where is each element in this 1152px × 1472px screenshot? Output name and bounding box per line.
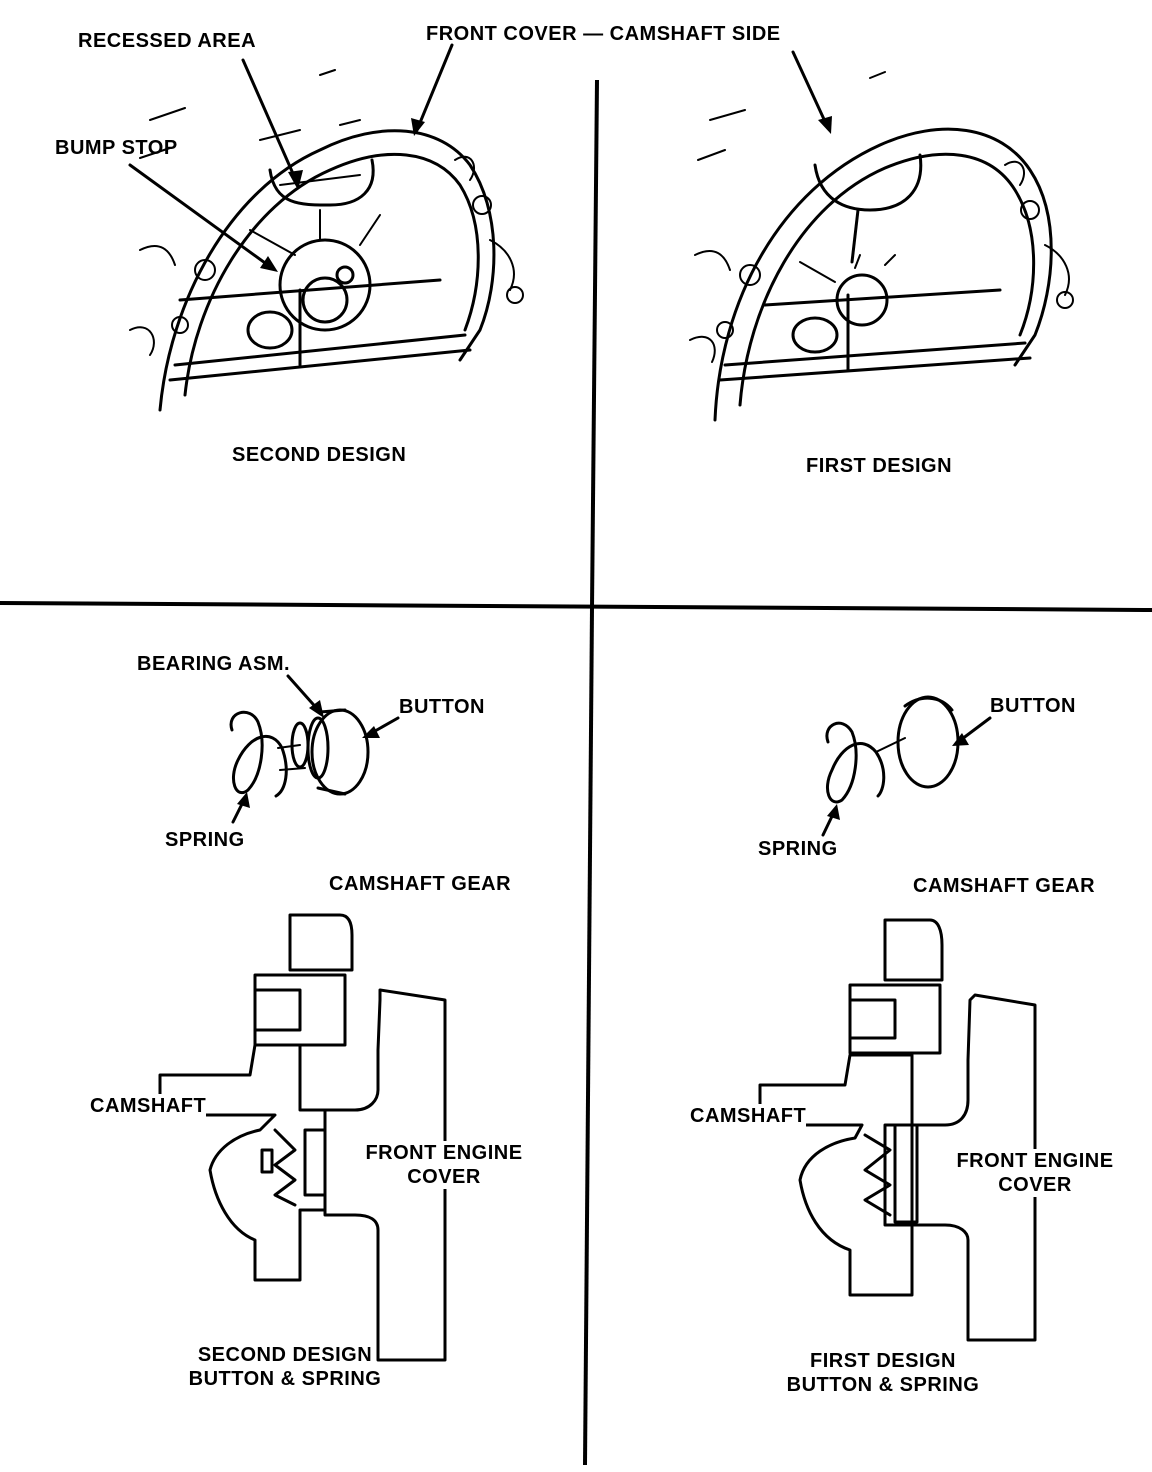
callout-arrows-bottom-left-parts <box>231 674 400 824</box>
caption-first-design-line1: FIRST DESIGN <box>809 1350 956 1372</box>
label-spring-left: SPRING <box>165 829 245 851</box>
label-front-engine-cover-left-line1: FRONT ENGINE <box>365 1142 523 1164</box>
first-design-button-spring-parts <box>825 695 960 804</box>
label-bump-stop: BUMP STOP <box>55 137 178 159</box>
vertical-divider-bottom <box>583 607 594 1466</box>
label-button-right: BUTTON <box>990 695 1076 717</box>
label-button-left: BUTTON <box>399 696 485 718</box>
label-camshaft-gear-right: CAMSHAFT GEAR <box>913 875 1096 897</box>
label-front-engine-cover-right-line2: COVER <box>998 1174 1072 1196</box>
caption-second-design-line2: BUTTON & SPRING <box>188 1368 382 1390</box>
label-spring-right: SPRING <box>758 838 838 860</box>
callout-arrows-bottom-right-parts <box>821 716 992 837</box>
second-design-cover-illustration <box>129 69 524 412</box>
callout-arrows-top-left <box>128 43 454 272</box>
label-front-engine-cover-right: FRONT ENGINE COVER <box>946 1149 1124 1197</box>
vertical-divider-top <box>590 79 599 609</box>
label-recessed-area: RECESSED AREA <box>78 30 257 52</box>
caption-second-design-line1: SECOND DESIGN <box>197 1344 373 1366</box>
first-design-cross-section <box>758 918 1037 1342</box>
caption-first-design-line2: BUTTON & SPRING <box>786 1374 980 1396</box>
label-camshaft-right: CAMSHAFT <box>690 1104 807 1128</box>
callout-arrows-top-right <box>791 50 832 134</box>
label-camshaft-left: CAMSHAFT <box>90 1094 207 1118</box>
caption-second-design-button-spring: SECOND DESIGN BUTTON & SPRING <box>170 1343 400 1391</box>
label-front-engine-cover-left-line2: COVER <box>407 1166 481 1188</box>
caption-first-design-button-spring: FIRST DESIGN BUTTON & SPRING <box>768 1349 998 1397</box>
second-design-button-spring-parts <box>229 708 370 798</box>
label-bearing-asm: BEARING ASM. <box>137 653 291 675</box>
label-front-cover-camshaft-side: FRONT COVER — CAMSHAFT SIDE <box>426 23 781 45</box>
second-design-cross-section <box>158 913 447 1362</box>
label-camshaft-gear-left: CAMSHAFT GEAR <box>329 873 512 895</box>
horizontal-divider <box>0 601 1152 612</box>
label-front-engine-cover-right-line1: FRONT ENGINE <box>956 1150 1114 1172</box>
label-first-design: FIRST DESIGN <box>806 455 953 477</box>
label-second-design: SECOND DESIGN <box>232 444 407 466</box>
first-design-cover-illustration <box>689 71 1074 422</box>
label-front-engine-cover-left: FRONT ENGINE COVER <box>355 1141 533 1189</box>
